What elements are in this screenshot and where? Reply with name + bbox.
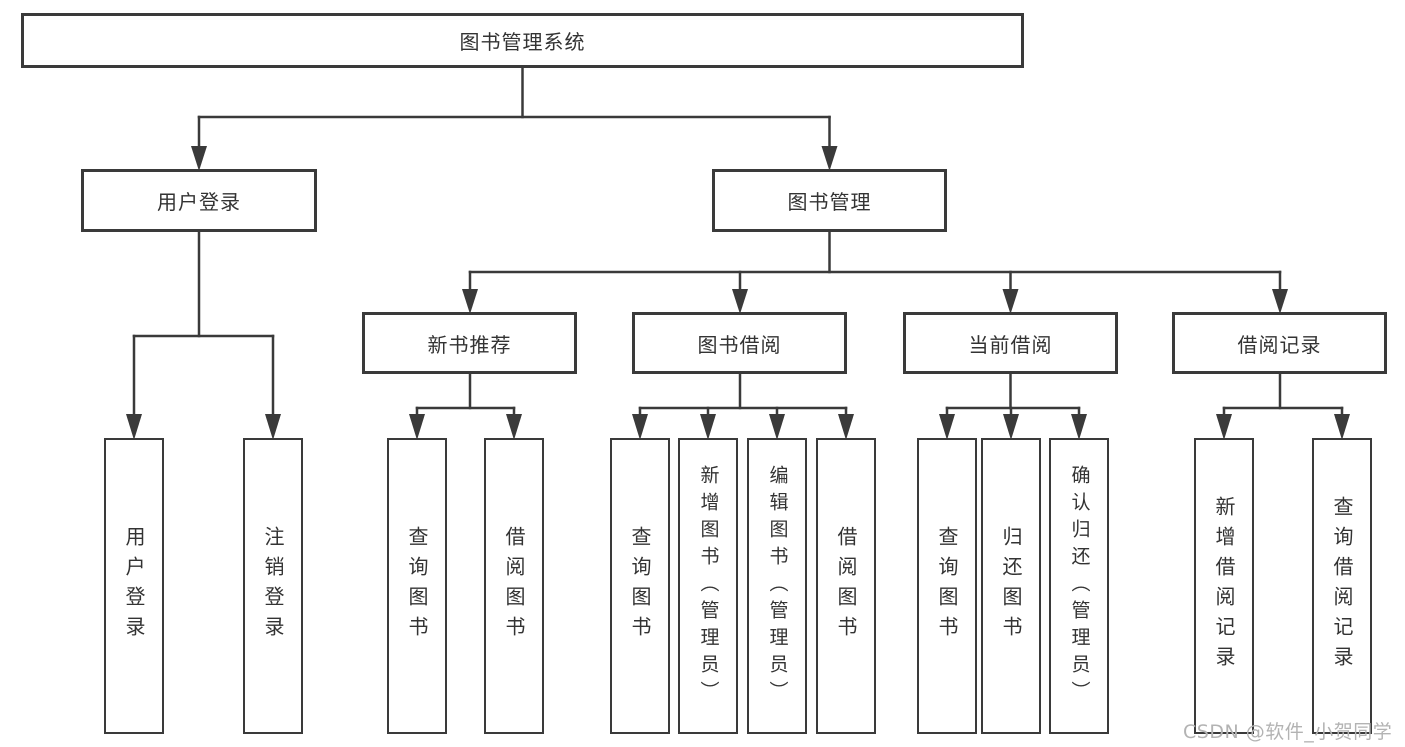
leaf-query-books-recommend-label: 查询图书 [405,526,429,646]
leaf-query-books-borrow-label: 查询图书 [628,526,652,646]
leaf-edit-book-admin: 编辑图书（管理员） [747,438,807,734]
leaf-user-login-label: 用户登录 [122,526,146,646]
leaf-add-borrow-record-label: 新增借阅记录 [1212,496,1236,676]
node-user-login-label: 用户登录 [157,190,241,214]
node-root-label: 图书管理系统 [459,30,586,54]
leaf-confirm-return-admin: 确认归还（管理员） [1049,438,1109,734]
leaf-query-books-borrow: 查询图书 [610,438,670,734]
node-new-book-recommend-label: 新书推荐 [427,332,512,357]
leaf-return-book-label: 归还图书 [999,526,1023,646]
node-current-borrow-label: 当前借阅 [968,332,1053,357]
leaf-query-books-current: 查询图书 [917,438,977,734]
leaf-query-books-current-label: 查询图书 [935,526,959,646]
leaf-borrow-books-label: 借阅图书 [834,526,858,646]
node-root: 图书管理系统 [21,13,1024,68]
node-book-management-label: 图书管理 [787,190,872,214]
leaf-logout-label: 注销登录 [261,526,285,646]
leaf-query-borrow-record-label: 查询借阅记录 [1330,496,1354,676]
watermark: CSDN @软件_小贺同学 [1183,721,1393,743]
leaf-confirm-return-admin-label: 确认归还（管理员） [1068,464,1091,708]
node-book-borrow: 图书借阅 [632,312,847,374]
leaf-borrow-books: 借阅图书 [816,438,876,734]
node-borrow-records-label: 借阅记录 [1237,332,1322,357]
node-book-management: 图书管理 [712,169,947,232]
node-book-borrow-label: 图书借阅 [697,332,782,357]
leaf-add-borrow-record: 新增借阅记录 [1194,438,1254,734]
node-borrow-records: 借阅记录 [1172,312,1387,374]
leaf-add-book-admin: 新增图书（管理员） [678,438,738,734]
node-user-login: 用户登录 [81,169,317,232]
leaf-user-login: 用户登录 [104,438,164,734]
leaf-borrow-books-recommend: 借阅图书 [484,438,544,734]
node-new-book-recommend: 新书推荐 [362,312,577,374]
leaf-add-book-admin-label: 新增图书（管理员） [697,464,720,708]
leaf-edit-book-admin-label: 编辑图书（管理员） [766,464,789,708]
node-current-borrow: 当前借阅 [903,312,1118,374]
leaf-logout: 注销登录 [243,438,303,734]
leaf-borrow-books-recommend-label: 借阅图书 [502,526,526,646]
leaf-query-borrow-record: 查询借阅记录 [1312,438,1372,734]
leaf-query-books-recommend: 查询图书 [387,438,447,734]
leaf-return-book: 归还图书 [981,438,1041,734]
